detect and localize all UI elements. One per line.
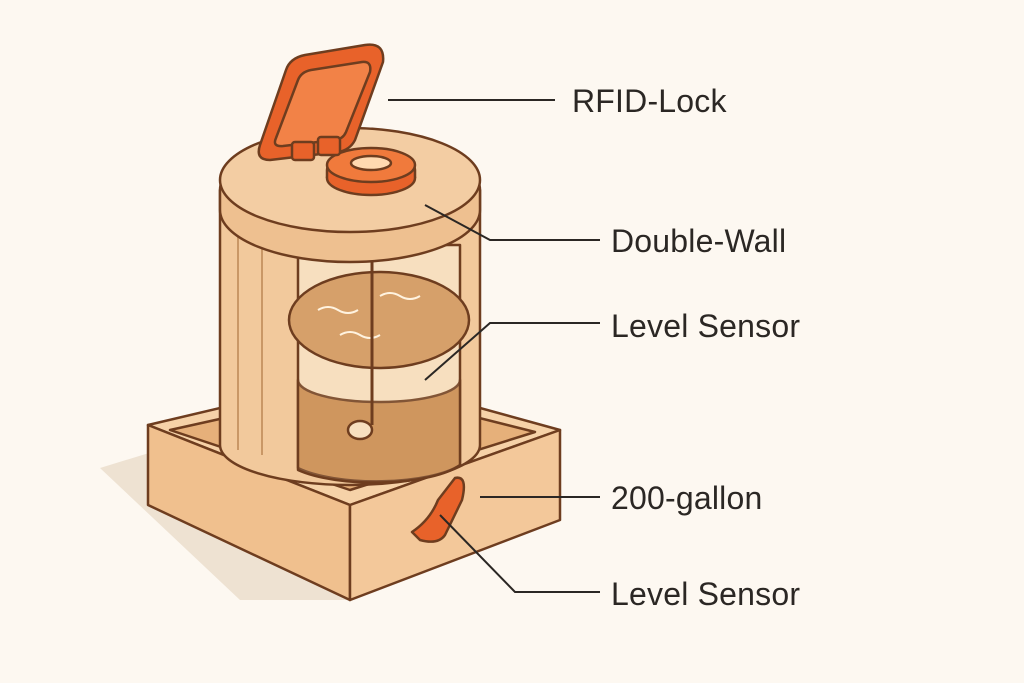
leader-line-level-sensor-2 <box>439 514 600 593</box>
tank-cylinder <box>218 188 482 487</box>
leader-lines <box>388 99 600 593</box>
leader-line-double-wall <box>424 204 600 241</box>
callout-label-level-sensor: Level Sensor <box>611 308 801 344</box>
callout-label-rfid-lock: RFID-Lock <box>572 83 727 119</box>
callout-label-200-gallon: 200-gallon <box>611 480 763 516</box>
callout-label-level-sensor-2: Level Sensor <box>611 576 801 612</box>
rfid-lock <box>257 43 385 162</box>
drain-spout <box>410 476 466 543</box>
callout-label-double-wall: Double-Wall <box>611 223 787 259</box>
leader-line-level-sensor <box>424 322 600 381</box>
